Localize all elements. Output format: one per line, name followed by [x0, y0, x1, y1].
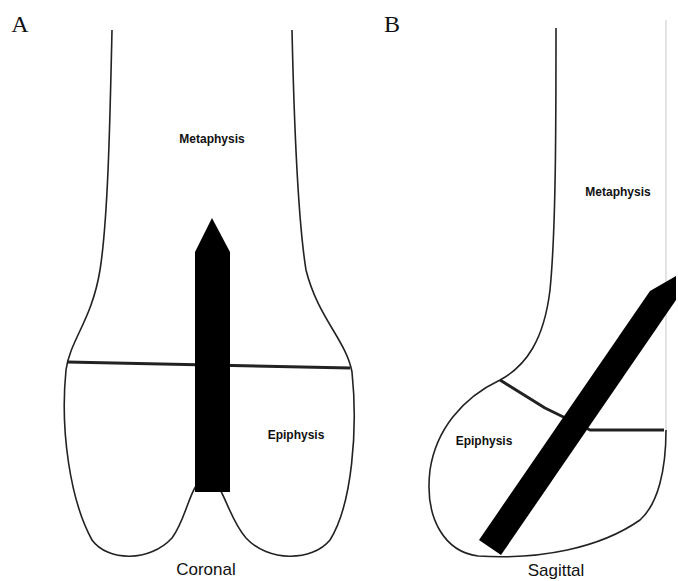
view-caption: Coronal	[176, 561, 236, 580]
implant-arrow-coronal	[195, 218, 230, 492]
panel-letter: B	[384, 11, 400, 37]
region-label: Metaphysis	[179, 133, 244, 146]
femur-anterior-sagittal	[665, 20, 667, 430]
region-label: Metaphysis	[585, 186, 650, 199]
view-caption: Sagittal	[528, 562, 585, 581]
panel-letter: A	[11, 11, 28, 37]
region-label: Epiphysis	[268, 429, 325, 442]
region-label: Epiphysis	[456, 435, 513, 448]
femur-outline-coronal	[64, 30, 354, 556]
implant-arrow-sagittal	[479, 276, 676, 555]
